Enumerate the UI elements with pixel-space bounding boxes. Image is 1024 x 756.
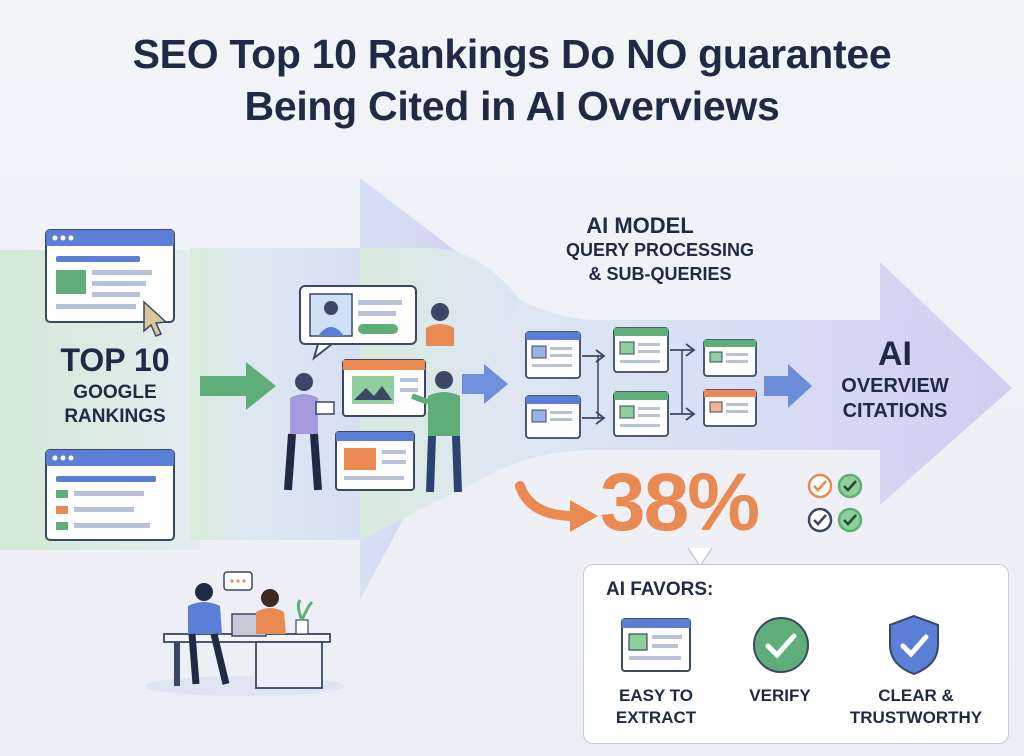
google-rankings-label: GOOGLE RANKINGS bbox=[30, 381, 200, 429]
favor-trust-line1: CLEAR & bbox=[878, 686, 954, 705]
desk-scene bbox=[145, 571, 345, 696]
orange-arrowhead bbox=[570, 500, 598, 532]
big-arrow-right bbox=[360, 248, 1012, 540]
stat-percentage: 38% bbox=[600, 457, 760, 548]
check-badges bbox=[807, 473, 863, 533]
citations-label: CITATIONS bbox=[842, 400, 948, 422]
title-line-2: Being Cited in AI Overviews bbox=[244, 83, 780, 129]
favor-trust-line2: TRUSTWORTHY bbox=[849, 708, 983, 727]
green-arrow bbox=[200, 362, 276, 410]
favor-item-verify: VERIFY bbox=[724, 685, 836, 707]
shield-check-icon bbox=[889, 614, 939, 676]
favor-item-trustworthy: CLEAR & TRUSTWORTHY bbox=[846, 685, 986, 729]
ai-overview-subheading: OVERVIEW CITATIONS bbox=[800, 374, 990, 424]
ai-model-subheading: QUERY PROCESSING & SUB-QUERIES bbox=[520, 238, 800, 286]
ai-favors-panel: AI FAVORS: EASY TO EXTRACT VERIFY CLEAR … bbox=[583, 564, 1009, 744]
browser-window-top bbox=[45, 229, 175, 323]
query-processing-label: QUERY PROCESSING bbox=[565, 240, 755, 260]
browser-window-bottom bbox=[45, 449, 175, 541]
ai-favors-title: AI FAVORS: bbox=[606, 579, 714, 600]
ai-overview-heading: AI bbox=[878, 335, 912, 373]
document-icon bbox=[621, 618, 691, 672]
google-label: GOOGLE bbox=[73, 382, 157, 403]
sub-queries-label: & SUB-QUERIES bbox=[588, 264, 732, 284]
orange-curved-arrow bbox=[515, 481, 579, 521]
favor-extract-line1: EASY TO bbox=[618, 686, 693, 705]
collaboration-scene bbox=[284, 285, 462, 493]
rankings-label: RANKINGS bbox=[64, 406, 166, 427]
blue-arrow-1 bbox=[462, 364, 508, 404]
favor-verify-line1: VERIFY bbox=[749, 686, 811, 705]
cursor-icon bbox=[143, 300, 168, 337]
ai-model-flow bbox=[525, 327, 757, 439]
check-circle-icon bbox=[753, 617, 809, 673]
blue-arrow-2 bbox=[764, 364, 812, 408]
favor-item-extract: EASY TO EXTRACT bbox=[598, 685, 714, 729]
page-title: SEO Top 10 Rankings Do NO guarantee Bein… bbox=[0, 28, 1024, 132]
ai-model-heading: AI MODEL bbox=[586, 213, 694, 238]
top10-heading: TOP 10 bbox=[60, 342, 170, 378]
title-line-1: SEO Top 10 Rankings Do NO guarantee bbox=[132, 31, 892, 77]
overview-label: OVERVIEW bbox=[841, 375, 949, 397]
favor-extract-line2: EXTRACT bbox=[615, 708, 697, 727]
